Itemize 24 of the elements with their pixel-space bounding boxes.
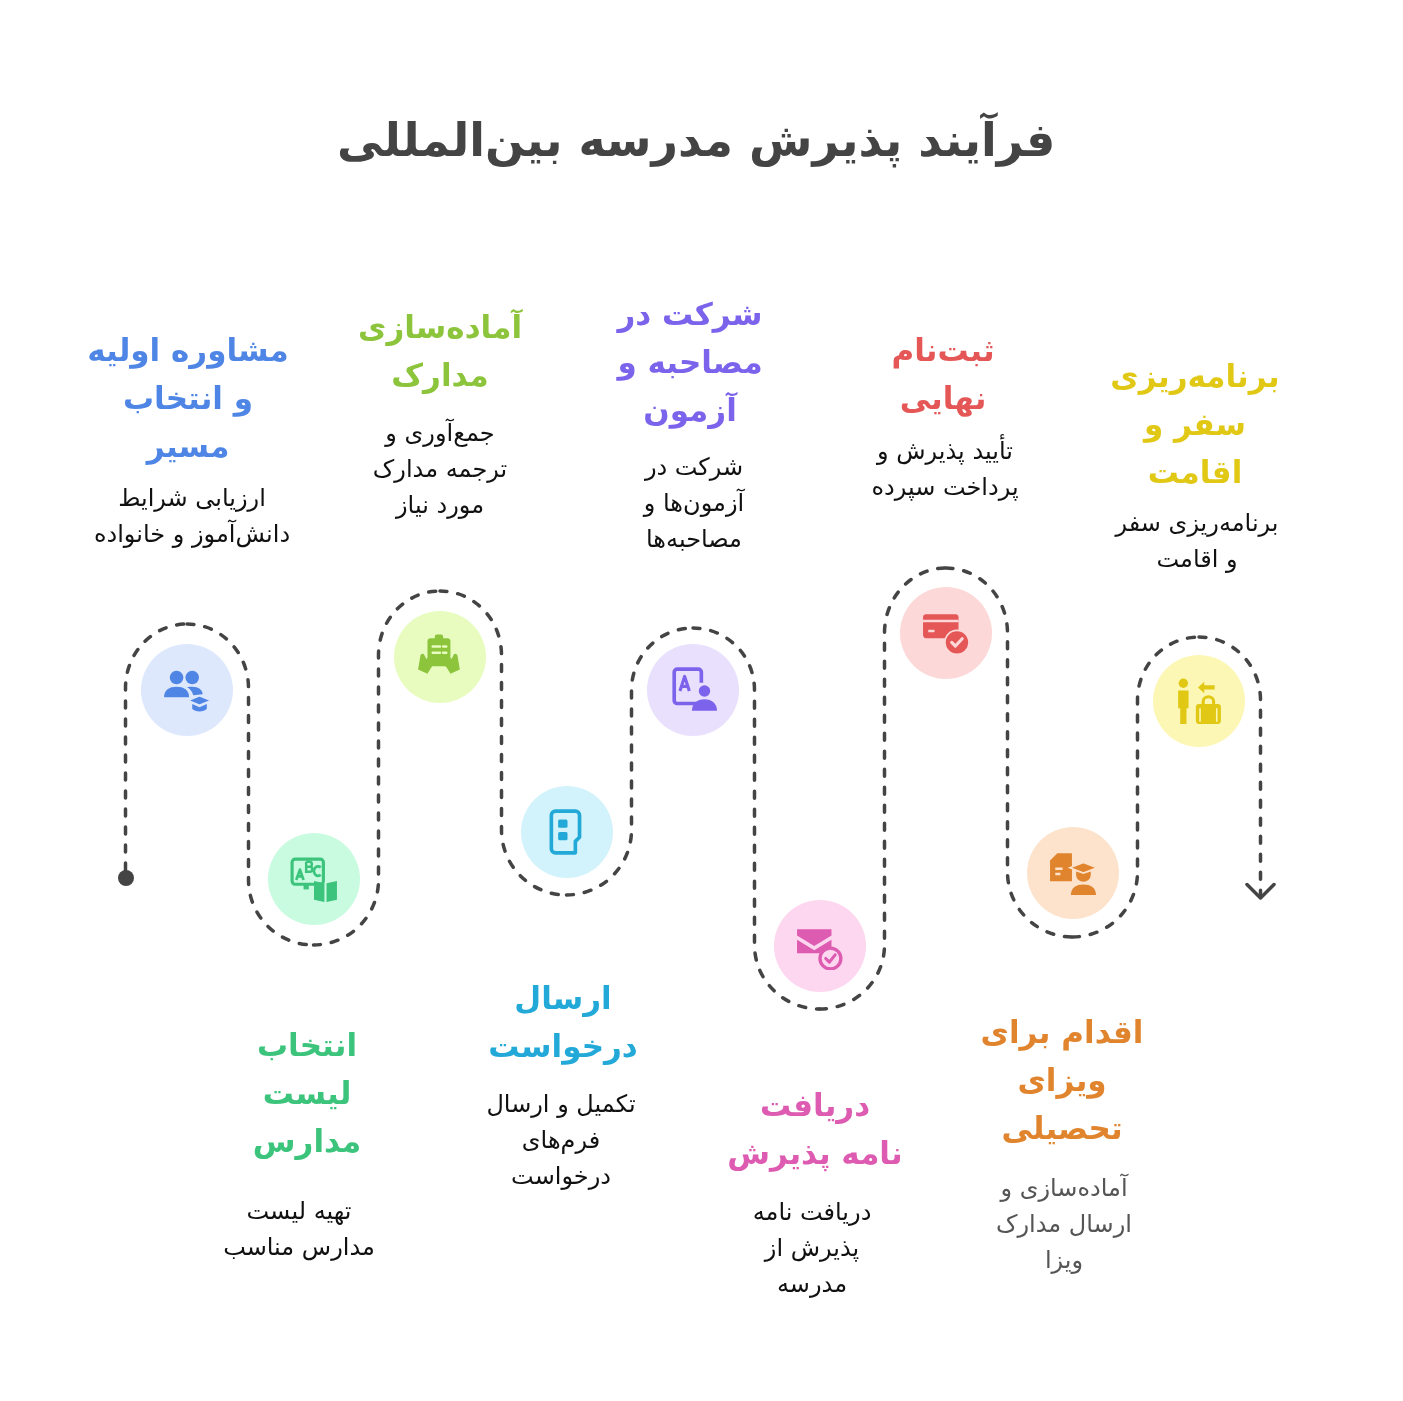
- step-description: جمع‌آوری و ترجمه مدارک مورد نیاز: [371, 417, 509, 521]
- connector-line: [691, 626, 822, 1011]
- step-heading: مشاوره اولیه و انتخاب مسیر: [86, 331, 290, 467]
- connector-line: [817, 566, 948, 1011]
- connector-line: [944, 566, 1075, 939]
- start-dot: [117, 870, 134, 886]
- step-description: تأیید پذیرش و پرداخت سپرده: [870, 433, 1020, 505]
- step-description: آماده‌سازی و ارسال مدارک ویزا: [995, 1172, 1133, 1276]
- step-heading: شرکت در مصاحبه و آزمون: [616, 295, 764, 431]
- step-heading: انتخاب لیست مدارس: [251, 1026, 363, 1162]
- step-heading: دریافت نامه پذیرش: [726, 1086, 904, 1174]
- step-heading: برنامه‌ریزی سفر و اقامت: [1109, 357, 1281, 492]
- step-description: ارزیابی شرایط دانش‌آموز و خانواده: [92, 483, 292, 550]
- step-description: تهیه لیست مدارس مناسب: [222, 1196, 376, 1263]
- connector-arrow: [1197, 635, 1276, 900]
- step-description: تکمیل و ارسال فرم‌های درخواست: [485, 1089, 637, 1192]
- step-heading: آماده‌سازی مدارک: [356, 308, 524, 396]
- step-heading: ثبت‌نام نهایی: [890, 331, 996, 419]
- step-description: دریافت نامه پذیرش از مدرسه: [751, 1197, 873, 1300]
- title: فرآیند پذیرش مدرسه بین‌المللی: [337, 111, 1056, 170]
- step-heading: ارسال درخواست: [487, 979, 639, 1067]
- step-heading: اقدام برای ویزای تحصیلی: [979, 1013, 1145, 1148]
- step-description: شرکت در آزمون‌ها و مصاحبه‌ها: [642, 452, 746, 555]
- step-description: برنامه‌ریزی سفر و اقامت: [1114, 508, 1280, 575]
